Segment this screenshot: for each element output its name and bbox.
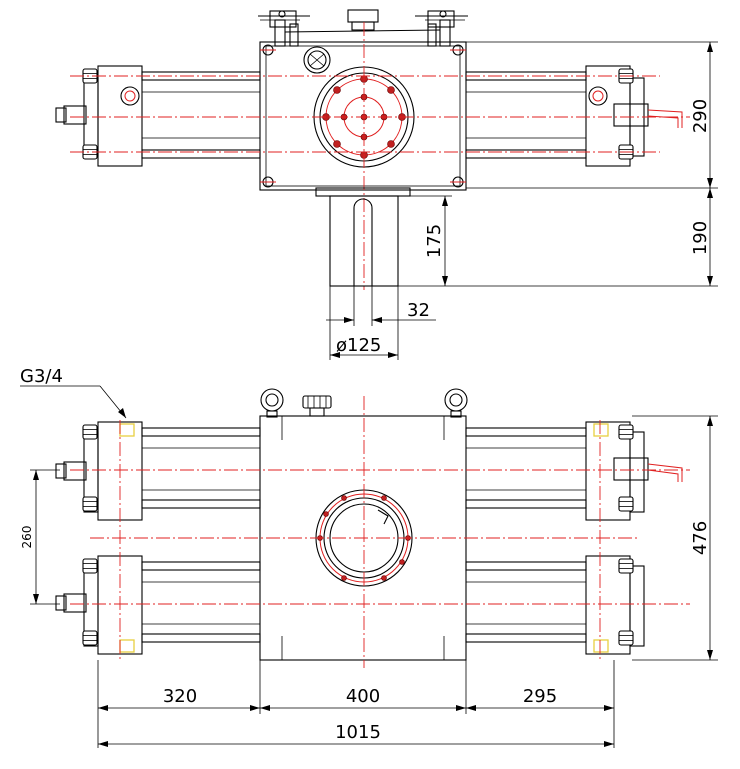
g34-port-marker — [119, 423, 135, 437]
front-dimensions: G3/4 260 476 320 400 295 1015 — [20, 366, 718, 748]
dim-290: 290 — [690, 99, 711, 133]
dim-320: 320 — [163, 686, 197, 707]
front-vent-plug — [302, 395, 332, 417]
label-g34: G3/4 — [20, 366, 63, 387]
dim-295: 295 — [523, 686, 557, 707]
top-right-cylinder — [465, 65, 683, 167]
top-inspection-port — [303, 46, 331, 74]
front-right-lower-cylinder — [465, 555, 645, 655]
front-left-upper-cylinder — [55, 421, 261, 521]
top-valve-left — [258, 10, 310, 47]
position-sensor — [613, 103, 649, 127]
front-view — [55, 388, 690, 668]
front-right-upper-cylinder — [465, 421, 683, 521]
dim-476: 476 — [690, 521, 711, 555]
top-left-cylinder — [55, 65, 261, 167]
top-view — [55, 9, 690, 290]
top-body — [259, 41, 467, 191]
top-dimensions: 290 190 175 32 ø125 — [326, 41, 718, 360]
eyebolt-right — [444, 388, 468, 418]
dim-175: 175 — [424, 224, 445, 258]
dim-32: 32 — [407, 300, 430, 321]
outlet-pipe — [315, 187, 411, 287]
dim-1015: 1015 — [335, 722, 381, 743]
top-vent-cap — [284, 9, 441, 33]
top-valve-right — [415, 10, 468, 47]
eyebolt-left — [260, 388, 284, 418]
dim-400: 400 — [346, 686, 380, 707]
front-left-lower-cylinder — [55, 555, 261, 655]
dim-260: 260 — [20, 526, 34, 549]
dim-190: 190 — [690, 221, 711, 255]
dim-diameter-125: ø125 — [336, 335, 381, 356]
